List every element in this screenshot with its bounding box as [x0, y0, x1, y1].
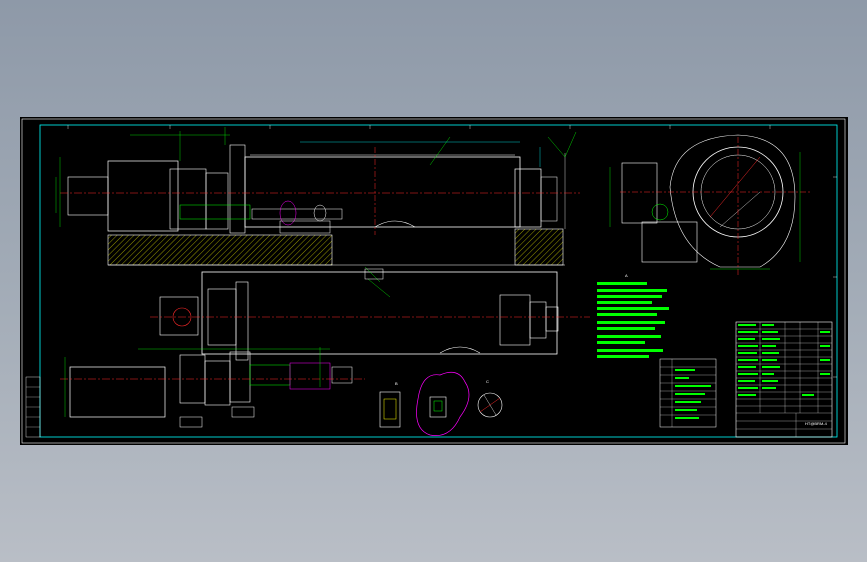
view-tag-b: B	[395, 381, 398, 386]
detail-views	[379, 371, 503, 436]
title-block: HT@BRM-4	[735, 321, 833, 438]
mill-plan-outline	[201, 271, 558, 355]
foundation-right	[514, 228, 564, 266]
plan-view	[60, 266, 590, 428]
spec-table	[659, 358, 717, 428]
sheet-label: HT@BRM-4	[805, 421, 828, 426]
foundation-left	[107, 234, 333, 266]
view-tag-c: C	[486, 379, 489, 384]
view-tag-a: A	[625, 273, 628, 278]
front-view	[55, 127, 580, 266]
mill-drum	[244, 156, 521, 228]
sheet-inner-border	[39, 124, 838, 438]
side-view	[609, 134, 810, 277]
technical-notes	[597, 282, 669, 358]
cad-drawing: HT@BRM-4 A B C	[21, 118, 846, 444]
cad-viewport[interactable]: HT@BRM-4 A B C	[20, 117, 848, 445]
border-ticks	[67, 125, 837, 378]
detail-highlight-cloud	[416, 371, 470, 436]
motor-end	[67, 176, 109, 216]
left-revision-block	[25, 376, 41, 438]
sheet-outer-border	[21, 118, 846, 444]
motor-body	[107, 160, 179, 232]
